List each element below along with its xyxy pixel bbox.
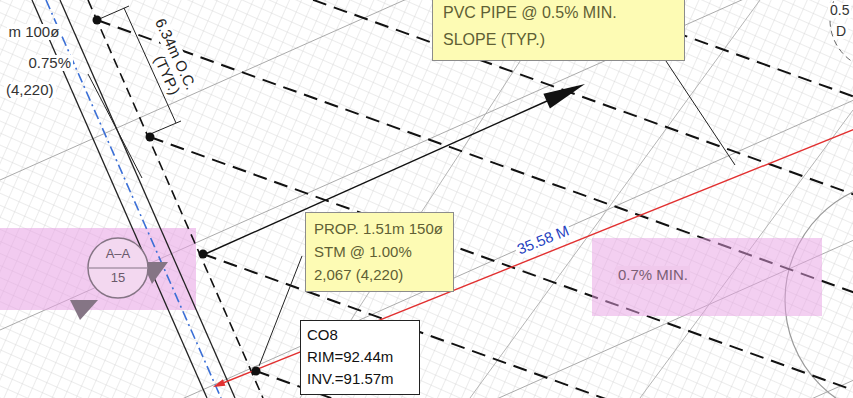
pipe-length: (4,220) — [4, 82, 56, 99]
property-line — [0, 100, 853, 398]
section-band — [0, 228, 196, 310]
pipe-note: PROP. 1.51m 150ø STM @ 1.00% 2,067 (4,22… — [305, 212, 454, 292]
section-marker: A–A 15 — [87, 237, 149, 299]
marker-divider — [89, 267, 147, 268]
flow-arrowhead — [543, 84, 585, 108]
section-arrow — [70, 300, 98, 320]
flow-line — [203, 101, 547, 255]
cleanout-tag: CO8RIM=92.44mINV.=91.57m — [300, 320, 420, 395]
slope-text: 0.7% MIN. — [616, 266, 690, 284]
header-pipe — [88, 0, 263, 398]
sheet-number: 15 — [87, 270, 149, 285]
leader-line — [259, 256, 302, 366]
connection-dot — [93, 16, 102, 25]
note-text: INV.=91.57m — [307, 368, 413, 390]
note-text: RIM=92.44m — [307, 346, 413, 368]
extension-line — [148, 121, 181, 135]
section-label: A–A — [87, 246, 149, 261]
subdrain-pipe — [44, 0, 853, 211]
note-text: PROP. 1.51m 150ø STM @ 1.00% 2,067 (4,22… — [314, 217, 445, 286]
property-line — [0, 380, 853, 398]
connection-dot — [146, 133, 155, 142]
pipe-slope: 0.75% — [27, 55, 74, 72]
leader-line — [660, 52, 735, 165]
marker-circle — [88, 238, 148, 298]
leader-line — [88, 74, 142, 178]
pipe-size: m 100ø — [7, 24, 62, 41]
pipe-note: PVC PIPE @ 0.5% MIN. SLOPE (TYP.) — [432, 0, 685, 61]
subdrain-pipe — [150, 137, 853, 398]
connection-dot — [252, 367, 261, 376]
note-text: CO8 — [307, 324, 413, 346]
survey-arrowhead — [213, 379, 225, 387]
detail-ref: 0.5 — [828, 3, 851, 18]
note-text: PVC PIPE @ 0.5% MIN. SLOPE (TYP.) — [443, 0, 674, 53]
subdrain-pipe — [0, 0, 853, 15]
connection-dot — [199, 250, 208, 259]
distance-label: 35.58 M — [513, 221, 573, 258]
slope-zone: 0.7% MIN. — [592, 238, 822, 316]
detail-ref: D — [834, 24, 848, 39]
